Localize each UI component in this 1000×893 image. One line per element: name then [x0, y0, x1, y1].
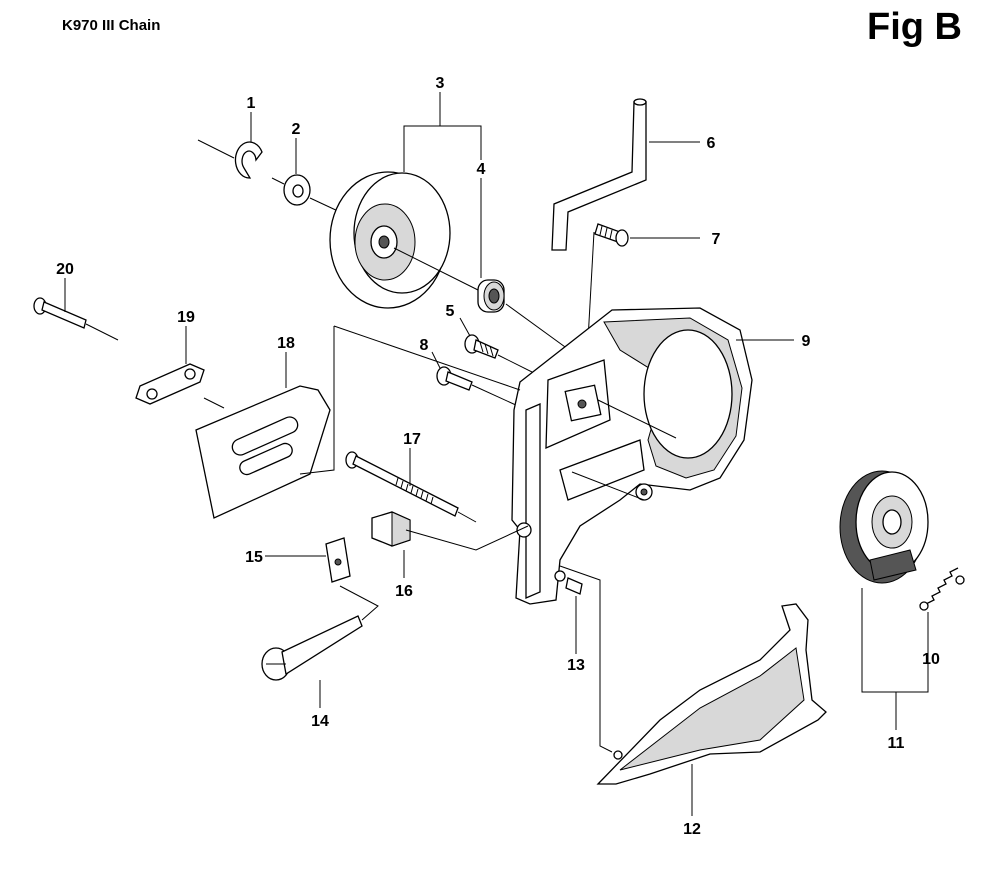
callout-17: 17	[403, 431, 421, 448]
part-14-adjusting-screw[interactable]	[261, 615, 363, 681]
part-2-washer[interactable]	[283, 174, 311, 206]
part-7-screw[interactable]	[594, 223, 629, 247]
assembly-line	[339, 585, 379, 621]
part-17-tension-bolt[interactable]	[345, 451, 459, 517]
axis-line	[393, 247, 479, 291]
axis-line	[197, 139, 235, 159]
axis-line	[505, 303, 573, 353]
callout-12: 12	[683, 821, 701, 838]
assembly-line	[559, 565, 613, 753]
axis-line	[457, 511, 477, 523]
callout-8: 8	[420, 337, 429, 354]
callout-15: 15	[245, 549, 263, 566]
callout-3: 3	[436, 75, 445, 92]
part-1-circlip[interactable]	[234, 141, 263, 179]
part-10-spring[interactable]	[919, 567, 965, 611]
callout-13: 13	[567, 657, 585, 674]
part-18-guide-plate[interactable]	[195, 385, 331, 519]
assembly-line	[405, 525, 529, 551]
callout-16: 16	[395, 583, 413, 600]
part-13-pin[interactable]	[565, 577, 583, 595]
part-11-clutch[interactable]	[839, 470, 929, 584]
axis-line	[85, 323, 119, 341]
part-16-tension-nut[interactable]	[371, 511, 411, 547]
callout-6: 6	[707, 135, 716, 152]
callout-leaders	[64, 92, 929, 816]
callout-2: 2	[292, 121, 301, 138]
callout-9: 9	[802, 333, 811, 350]
callout-4: 4	[477, 161, 486, 178]
part-6-water-tube[interactable]	[551, 98, 647, 251]
axis-line	[309, 197, 341, 213]
part-12-belt-guard[interactable]	[596, 603, 827, 785]
figure-title: Fig B	[867, 6, 962, 48]
part-4-needle-bearing[interactable]	[477, 279, 505, 313]
callout-7: 7	[712, 231, 721, 248]
part-15-nut-plate[interactable]	[325, 537, 351, 583]
axis-line	[203, 397, 225, 409]
part-19-link-plate[interactable]	[135, 363, 205, 405]
callout-18: 18	[277, 335, 295, 352]
assembly-line	[333, 325, 521, 391]
callout-20: 20	[56, 261, 74, 278]
callout-19: 19	[177, 309, 195, 326]
page-header: K970 III Chain Fig B	[0, 0, 1000, 60]
part-8-bolt[interactable]	[436, 366, 473, 391]
callout-labels: 1 2 3 4 5 6 7 8 9 10 11 12 13 14 15 16 1…	[56, 75, 940, 838]
callout-10: 10	[922, 651, 940, 668]
part-5-screw[interactable]	[464, 334, 499, 359]
part-20-bolt[interactable]	[33, 297, 87, 329]
part-3-pulley[interactable]	[329, 171, 451, 309]
axis-line	[597, 399, 677, 439]
axis-line	[271, 177, 285, 185]
callout-5: 5	[446, 303, 455, 320]
callout-14: 14	[311, 713, 329, 730]
part-9-cutting-arm[interactable]	[511, 307, 753, 605]
callout-11: 11	[888, 735, 905, 752]
axis-line	[571, 471, 645, 501]
assembly-line	[299, 326, 335, 475]
model-title: K970 III Chain	[62, 17, 161, 34]
callout-1: 1	[247, 95, 256, 112]
